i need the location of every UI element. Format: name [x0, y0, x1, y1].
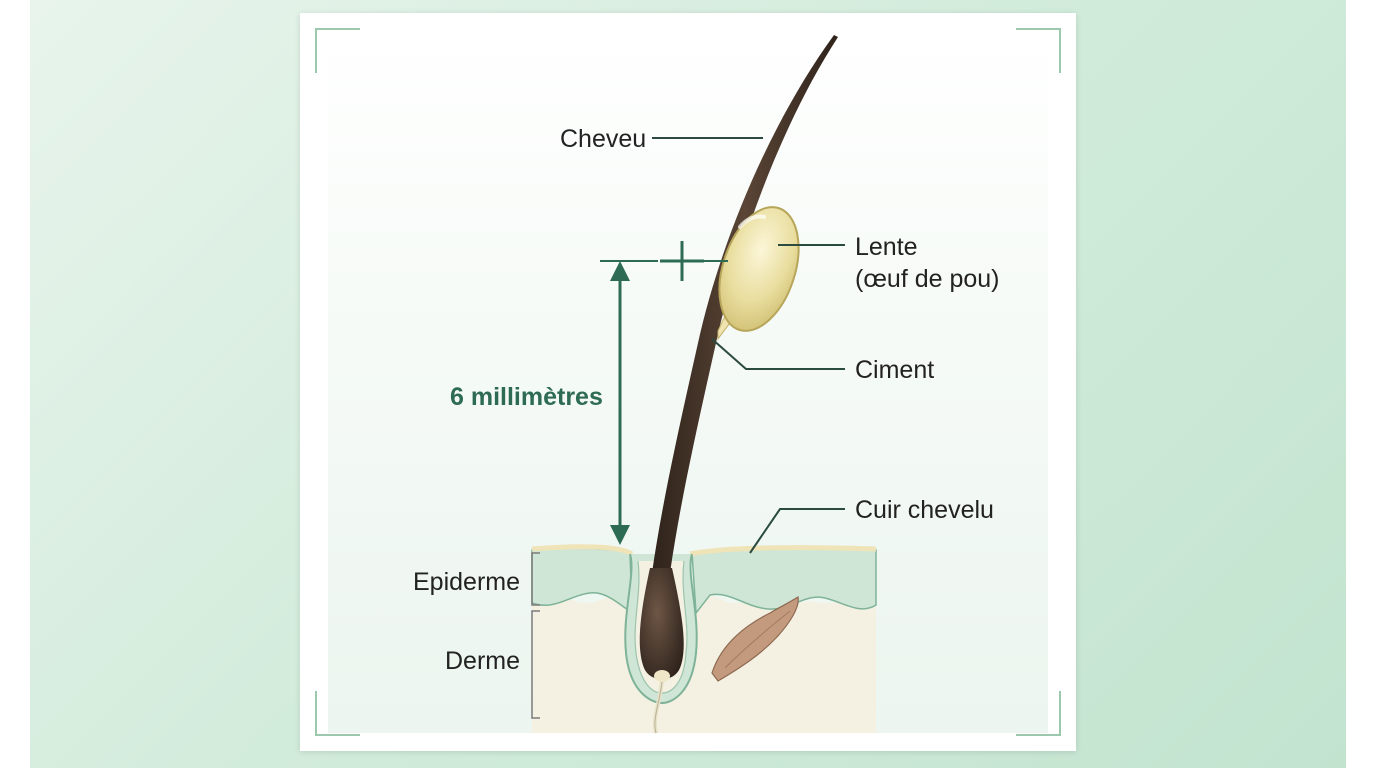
hair-nit-diagram: Cheveu Lente (œuf de pou) Ciment Cuir ch… — [315, 28, 1061, 736]
nit-highlight — [738, 214, 766, 229]
label-ciment: Ciment — [855, 356, 934, 384]
label-derme: Derme — [445, 647, 520, 675]
label-lente: Lente — [855, 233, 918, 261]
hair-shaft — [652, 35, 838, 573]
dermal-papilla — [654, 670, 670, 682]
hair-bulb — [639, 568, 684, 680]
corner-frame — [315, 28, 1061, 736]
crosshair-marker — [660, 241, 704, 281]
label-distance: 6 millimètres — [450, 383, 603, 411]
layer-brackets — [531, 552, 540, 719]
label-lente-subtitle: (œuf de pou) — [855, 265, 1000, 293]
label-cuir-chevelu: Cuir chevelu — [855, 496, 994, 524]
nit-egg — [718, 206, 800, 332]
hair-root-outline — [654, 680, 663, 734]
leader-lines — [652, 137, 845, 554]
muscle-fibers — [724, 610, 791, 669]
skin-surface-right — [689, 545, 877, 557]
skin-surface-left — [531, 544, 634, 557]
dermis-fill — [532, 603, 876, 733]
label-cheveu: Cheveu — [560, 125, 646, 153]
distance-measure — [600, 260, 658, 545]
label-epiderme: Epiderme — [413, 568, 520, 596]
diagram-card: Cheveu Lente (œuf de pou) Ciment Cuir ch… — [300, 13, 1076, 751]
